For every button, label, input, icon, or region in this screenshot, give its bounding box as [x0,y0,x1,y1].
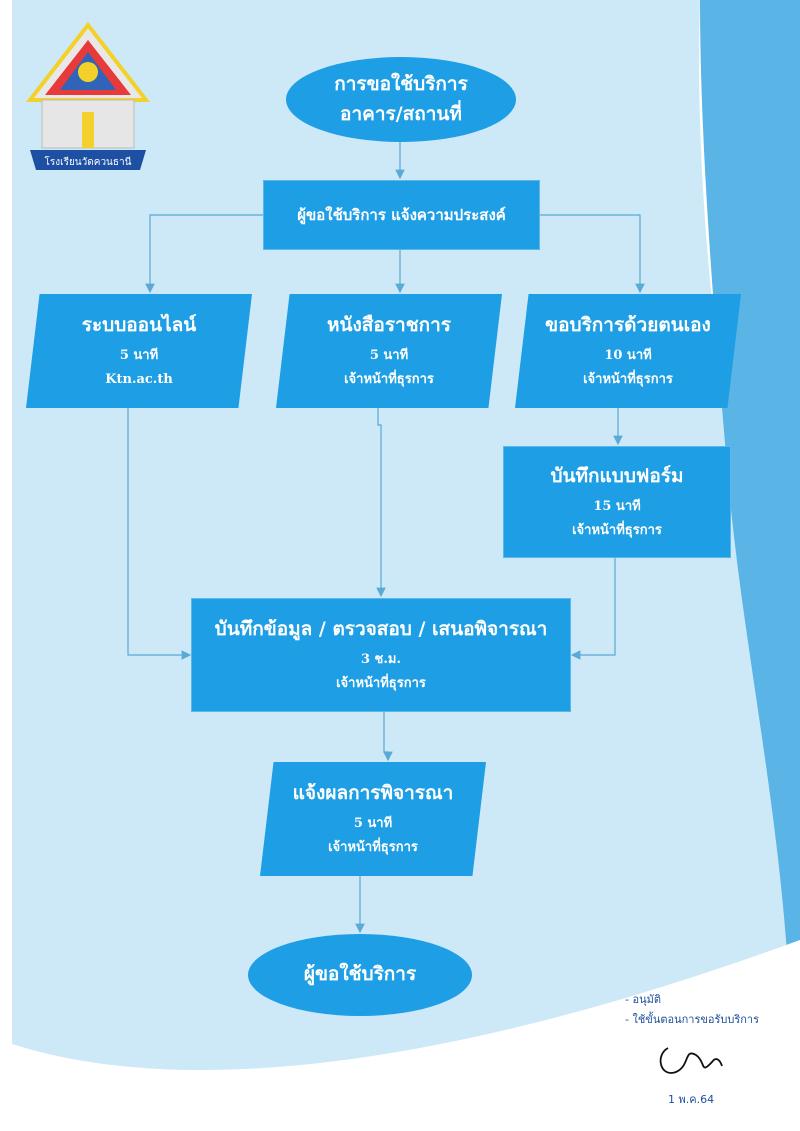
school-logo: โรงเรียนวัดควนธานี [25,21,151,170]
channel-time: 5 นาที [119,347,159,363]
review-title: บันทึกข้อมูล / ตรวจสอบ / เสนอพิจารณา [214,617,548,640]
channel-title: ระบบออนไลน์ [81,313,197,336]
signature-mark [659,1047,723,1074]
channel-owner: เจ้าหน้าที่ธุรการ [583,371,673,387]
review-time: 3 ช.ม. [360,651,401,667]
start-line2: อาคาร/สถานที่ [340,102,462,125]
channel-time: 10 นาที [604,347,652,363]
form-time: 15 นาที [593,498,641,514]
review-node: บันทึกข้อมูล / ตรวจสอบ / เสนอพิจารณา 3 ช… [191,598,571,712]
channel-time: 5 นาที [369,347,409,363]
form-node: บันทึกแบบฟอร์ม 15 นาที เจ้าหน้าที่ธุรการ [503,446,731,558]
channel-title: ขอบริการด้วยตนเอง [545,313,711,336]
notify-time: 5 นาที [353,815,393,831]
review-owner: เจ้าหน้าที่ธุรการ [336,675,426,691]
channel-online: ระบบออนไลน์ 5 นาที Ktn.ac.th [26,294,252,408]
request-label: ผู้ขอใช้บริการ แจ้งความประสงค์ [297,205,506,224]
connectors [127,140,645,934]
channel-owner: เจ้าหน้าที่ธุรการ [344,371,434,387]
notify-owner: เจ้าหน้าที่ธุรการ [328,839,418,855]
notify-title: แจ้งผลการพิจารณา [292,781,454,804]
start-node: การขอใช้บริการ อาคาร/สถานที่ [286,57,516,142]
channel-official-letter: หนังสือราชการ 5 นาที เจ้าหน้าที่ธุรการ [276,294,502,408]
approval-note-2: - ใช้ขั้นตอนการขอรับบริการ [625,1013,760,1026]
channel-owner: Ktn.ac.th [105,371,173,387]
end-node: ผู้ขอใช้บริการ [248,934,472,1016]
form-owner: เจ้าหน้าที่ธุรการ [572,522,662,538]
right-wave [700,0,800,1131]
approval-date: 1 พ.ค.64 [668,1093,715,1106]
request-node: ผู้ขอใช้บริการ แจ้งความประสงค์ [263,180,540,250]
form-title: บันทึกแบบฟอร์ม [550,464,684,487]
svg-text:โรงเรียนวัดควนธานี: โรงเรียนวัดควนธานี [45,155,132,168]
notify-node: แจ้งผลการพิจารณา 5 นาที เจ้าหน้าที่ธุรกา… [260,762,486,876]
light-panel [12,0,800,1131]
bottom-wave [0,940,800,1131]
start-line1: การขอใช้บริการ [334,72,468,95]
approval-note-1: - อนุมัติ [625,993,661,1006]
channel-title: หนังสือราชการ [327,313,451,336]
channel-walk-in: ขอบริการด้วยตนเอง 10 นาที เจ้าหน้าที่ธุร… [515,294,741,408]
end-label: ผู้ขอใช้บริการ [303,963,417,986]
